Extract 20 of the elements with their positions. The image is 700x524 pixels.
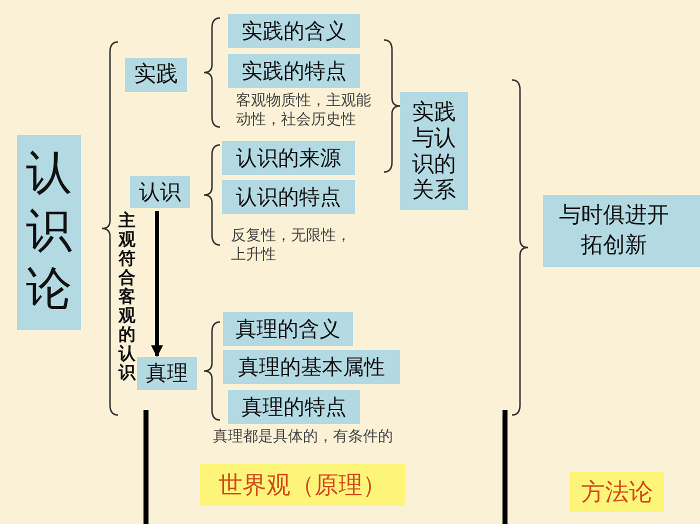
arrow <box>151 211 163 358</box>
note-text: 反复性，无限性，上升性 <box>231 226 352 264</box>
concept-box: 真理 <box>137 357 197 390</box>
highlight-box: 世界观（原理） <box>200 464 405 506</box>
concept-box: 认识 <box>130 176 190 208</box>
concept-box: 真理的特点 <box>228 390 360 424</box>
concept-box: 认识的特点 <box>222 180 355 214</box>
note-text: 客观物质性，主观能动性，社会历史性 <box>236 91 372 129</box>
concept-box: 实践与认识的关系 <box>400 92 468 210</box>
concept-box: 与时俱进开拓创新 <box>543 195 700 267</box>
concept-box: 认识论 <box>17 135 81 330</box>
vertical-label: 主观符合客观的认识 <box>117 212 137 383</box>
concept-box: 实践的含义 <box>228 14 360 48</box>
concept-box: 实践 <box>125 58 187 92</box>
highlight-box: 方法论 <box>570 472 664 512</box>
concept-box: 认识的来源 <box>222 141 355 175</box>
concept-box: 真理的含义 <box>223 312 353 346</box>
concept-box: 真理的基本属性 <box>223 350 400 384</box>
concept-box: 实践的特点 <box>228 54 360 88</box>
note-text: 真理都是具体的，有条件的 <box>213 427 394 446</box>
